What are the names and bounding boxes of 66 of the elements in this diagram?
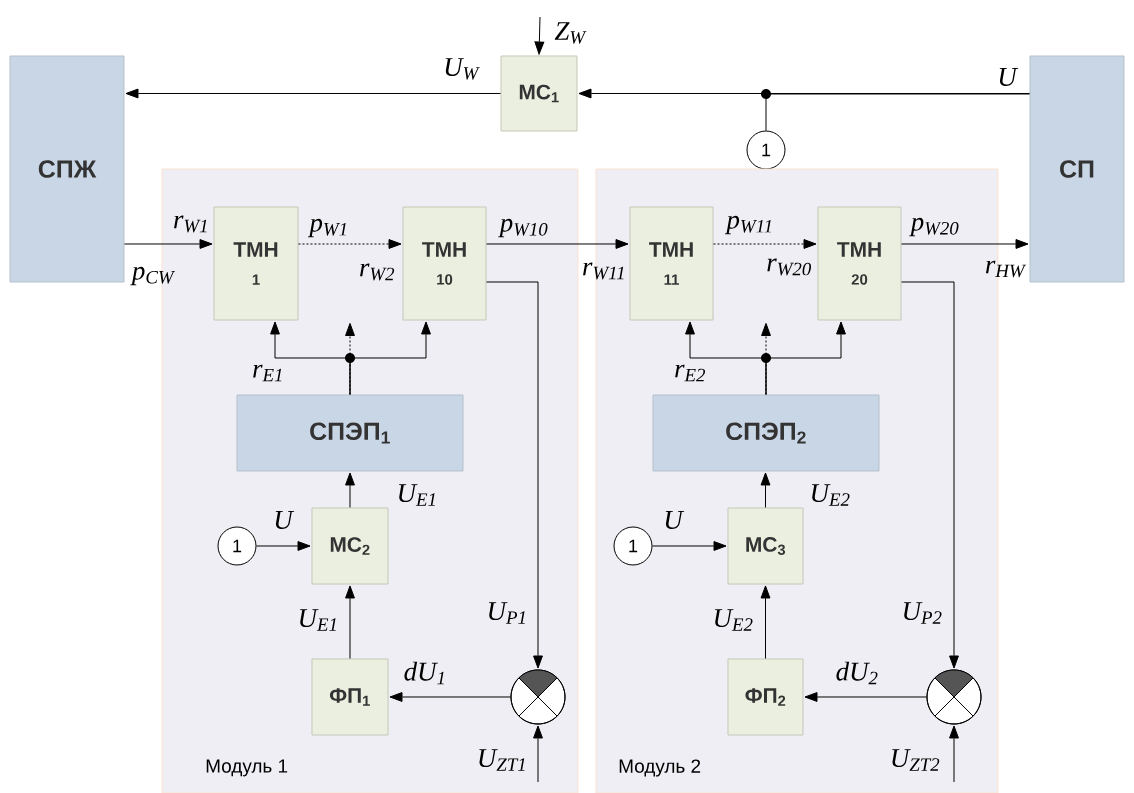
process-box: ФП$_{1}$ — [311, 658, 389, 736]
edge-label: p$_{W10}$ — [498, 218, 548, 238]
block-box: СПЭП$_{2}$ — [652, 394, 880, 472]
arrow — [760, 585, 771, 659]
arrow — [345, 585, 355, 659]
arrow — [389, 692, 511, 702]
edge-label: U$_{ZT1}$ — [479, 749, 525, 771]
edge-label: U — [999, 68, 1019, 86]
process-box: ТМН 11 — [629, 206, 714, 321]
edge-label: r$_{E1}$ — [253, 364, 282, 382]
arrow — [761, 89, 1030, 131]
arrow — [534, 16, 545, 55]
arrow — [349, 321, 431, 395]
arrow — [949, 725, 959, 783]
arrow — [345, 323, 355, 395]
arrow — [124, 239, 213, 249]
signal-label: r$_{HW}$ — [985, 260, 1027, 278]
signal-label: r$_{W2}$ — [360, 263, 395, 281]
block-box: СПЭП$_{1}$ — [236, 394, 464, 472]
arrow — [760, 472, 771, 508]
arrow — [256, 541, 311, 551]
arrow — [125, 88, 501, 99]
block-box: СП — [1029, 55, 1125, 283]
edge-label: U$_{E1}$ — [399, 484, 435, 506]
signal-label: r$_{W20}$ — [767, 258, 811, 276]
arrow — [713, 239, 817, 249]
process-box: МС$_{3}$ — [727, 507, 804, 585]
arrow — [486, 281, 543, 669]
process-box: ТМН 20 — [817, 206, 902, 321]
signal-label: r$_{W1}$ — [174, 215, 207, 233]
process-box: ТМН 10 — [402, 206, 487, 321]
signal-label: r$_{W11}$ — [583, 262, 624, 280]
arrow — [533, 725, 543, 783]
edge-label: U — [275, 511, 295, 529]
edge-label: Z$_{W}$ — [554, 22, 587, 44]
arrow — [765, 321, 846, 395]
process-box: МС$_{2}$ — [311, 507, 389, 585]
edge-label: r$_{E2}$ — [675, 364, 706, 382]
edge-label: p$_{W20}$ — [909, 217, 959, 237]
edge-label: U$_{P2}$ — [904, 602, 942, 624]
arrow — [298, 239, 402, 249]
edge-label: U — [665, 511, 685, 529]
edge-label: p$_{W11}$ — [724, 215, 771, 235]
edge-label: U$_{E1}$ — [300, 609, 336, 631]
edge-label: dU$_{2}$ — [836, 661, 878, 685]
arrow — [652, 541, 727, 551]
edge-label: U$_{ZT2}$ — [892, 749, 940, 771]
arrow — [345, 472, 355, 508]
block-box: СПЖ — [9, 55, 125, 283]
summing-junction — [510, 669, 566, 725]
arrow — [901, 281, 959, 669]
edge-label: p$_{CW}$ — [130, 266, 176, 286]
process-box: ТМН 1 — [213, 206, 299, 321]
process-box: МС$_{1}$ — [500, 55, 578, 132]
summing-junction — [926, 669, 982, 725]
edge-label: U$_{E2}$ — [812, 484, 850, 506]
edge-label: p$_{W1}$ — [307, 218, 346, 238]
process-box: ФП$_{2}$ — [727, 658, 804, 736]
edge-label: U$_{E2}$ — [715, 609, 753, 631]
edge-label: U$_{P1}$ — [489, 602, 525, 624]
arrow — [761, 323, 771, 395]
edge-label: U$_{W}$ — [445, 58, 480, 80]
arrow — [901, 239, 1029, 249]
arrow — [804, 692, 927, 702]
edge-label: dU$_{1}$ — [404, 661, 444, 685]
arrow — [486, 239, 629, 249]
